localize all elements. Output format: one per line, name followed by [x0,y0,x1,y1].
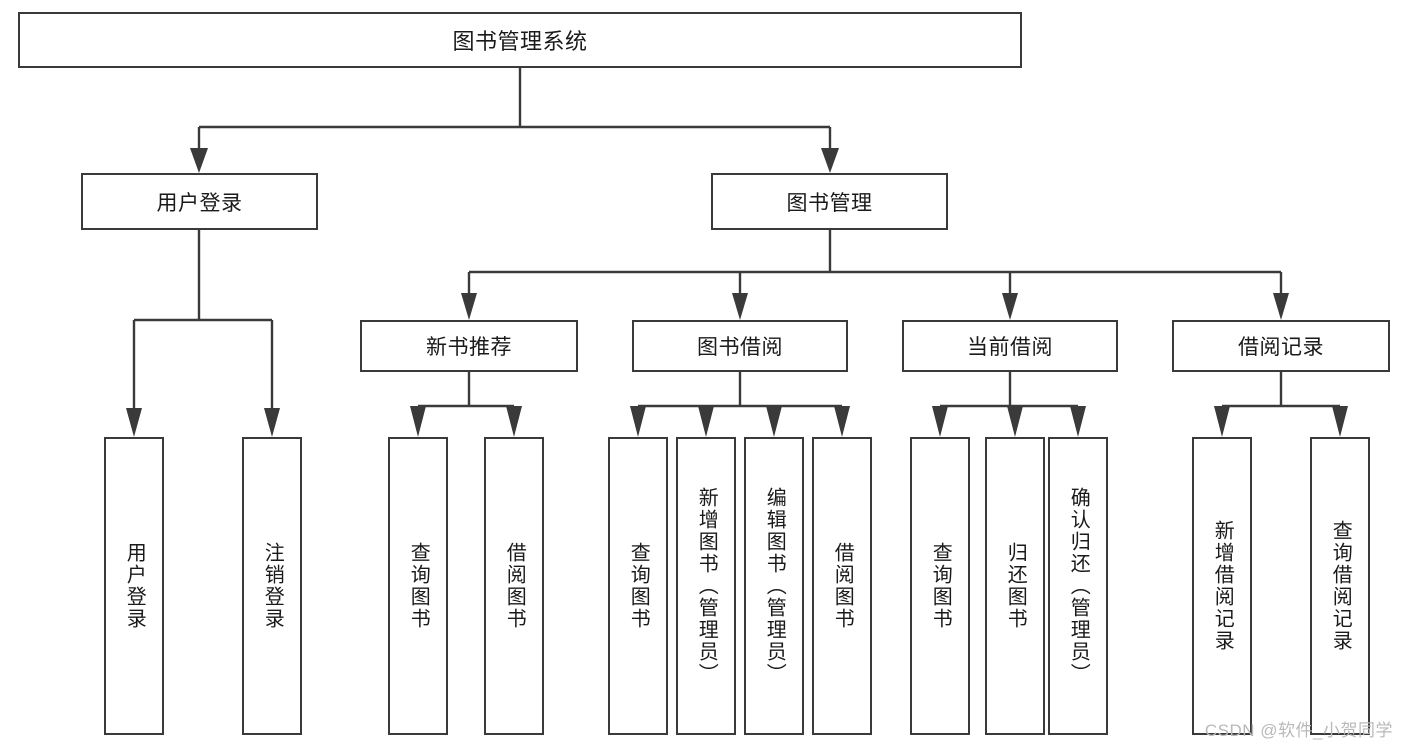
arrowhead-current-borrow [1002,293,1018,320]
leaf-logout[interactable]: 注销登录 [242,437,302,735]
arrowhead-borrow-leaf-4 [834,406,850,437]
arrowhead-current-leaf-1 [932,406,948,437]
leaf-borrow-add-book[interactable]: 新增图书（管理员） [676,437,736,735]
arrowhead-current-leaf-3 [1070,406,1086,437]
arrowhead-newbook-leaf-2 [506,406,522,437]
arrowhead-borrow-leaf-1 [630,406,646,437]
leaf-borrow-query-book[interactable]: 查询图书 [608,437,668,735]
leaf-newbook-borrow-book[interactable]: 借阅图书 [484,437,544,735]
arrowhead-book-borrow [732,293,748,320]
arrowhead-current-leaf-2 [1007,406,1023,437]
leaf-label: 新增借阅记录 [1211,520,1234,652]
watermark: CSDN @软件_小贺同学 [1204,721,1393,740]
leaf-label: 查询图书 [407,542,430,630]
arrowhead-borrow-leaf-3 [766,406,782,437]
node-new-book-recommend[interactable]: 新书推荐 [360,320,578,372]
leaf-records-query-record[interactable]: 查询借阅记录 [1310,437,1370,735]
arrowhead-new-book-rec [461,293,477,320]
leaf-current-query-book[interactable]: 查询图书 [910,437,970,735]
leaf-label: 借阅图书 [503,542,526,630]
arrowhead-borrow-record [1273,293,1289,320]
leaf-current-return-book[interactable]: 归还图书 [985,437,1045,735]
arrowhead-records-leaf-1 [1214,406,1230,437]
node-borrow-record[interactable]: 借阅记录 [1172,320,1390,372]
node-root-system[interactable]: 图书管理系统 [18,12,1022,68]
arrowhead-book-mgmt [821,148,839,173]
leaf-label: 新增图书（管理员） [695,487,718,685]
leaf-label: 借阅图书 [831,542,854,630]
leaf-borrow-borrow-book[interactable]: 借阅图书 [812,437,872,735]
leaf-label: 注销登录 [261,542,284,630]
leaf-label: 用户登录 [123,542,146,630]
leaf-label: 查询图书 [929,542,952,630]
arrowhead-leaf-logout [264,408,280,437]
leaf-label: 确认归还（管理员） [1067,487,1090,685]
arrowhead-newbook-leaf-1 [410,406,426,437]
leaf-label: 归还图书 [1004,542,1027,630]
leaf-borrow-edit-book[interactable]: 编辑图书（管理员） [744,437,804,735]
arrowhead-borrow-leaf-2 [698,406,714,437]
arrowhead-user-login [190,148,208,173]
leaf-label: 查询图书 [627,542,650,630]
arrowhead-leaf-user-login [126,408,142,437]
leaf-label: 查询借阅记录 [1329,520,1352,652]
node-book-borrow[interactable]: 图书借阅 [632,320,848,372]
leaf-newbook-query-book[interactable]: 查询图书 [388,437,448,735]
leaf-label: 编辑图书（管理员） [763,487,786,685]
leaf-records-add-record[interactable]: 新增借阅记录 [1192,437,1252,735]
node-book-management[interactable]: 图书管理 [711,173,948,230]
node-current-borrow[interactable]: 当前借阅 [902,320,1118,372]
leaf-current-confirm-return[interactable]: 确认归还（管理员） [1048,437,1108,735]
arrowhead-records-leaf-2 [1332,406,1348,437]
node-user-login[interactable]: 用户登录 [81,173,318,230]
leaf-user-login[interactable]: 用户登录 [104,437,164,735]
